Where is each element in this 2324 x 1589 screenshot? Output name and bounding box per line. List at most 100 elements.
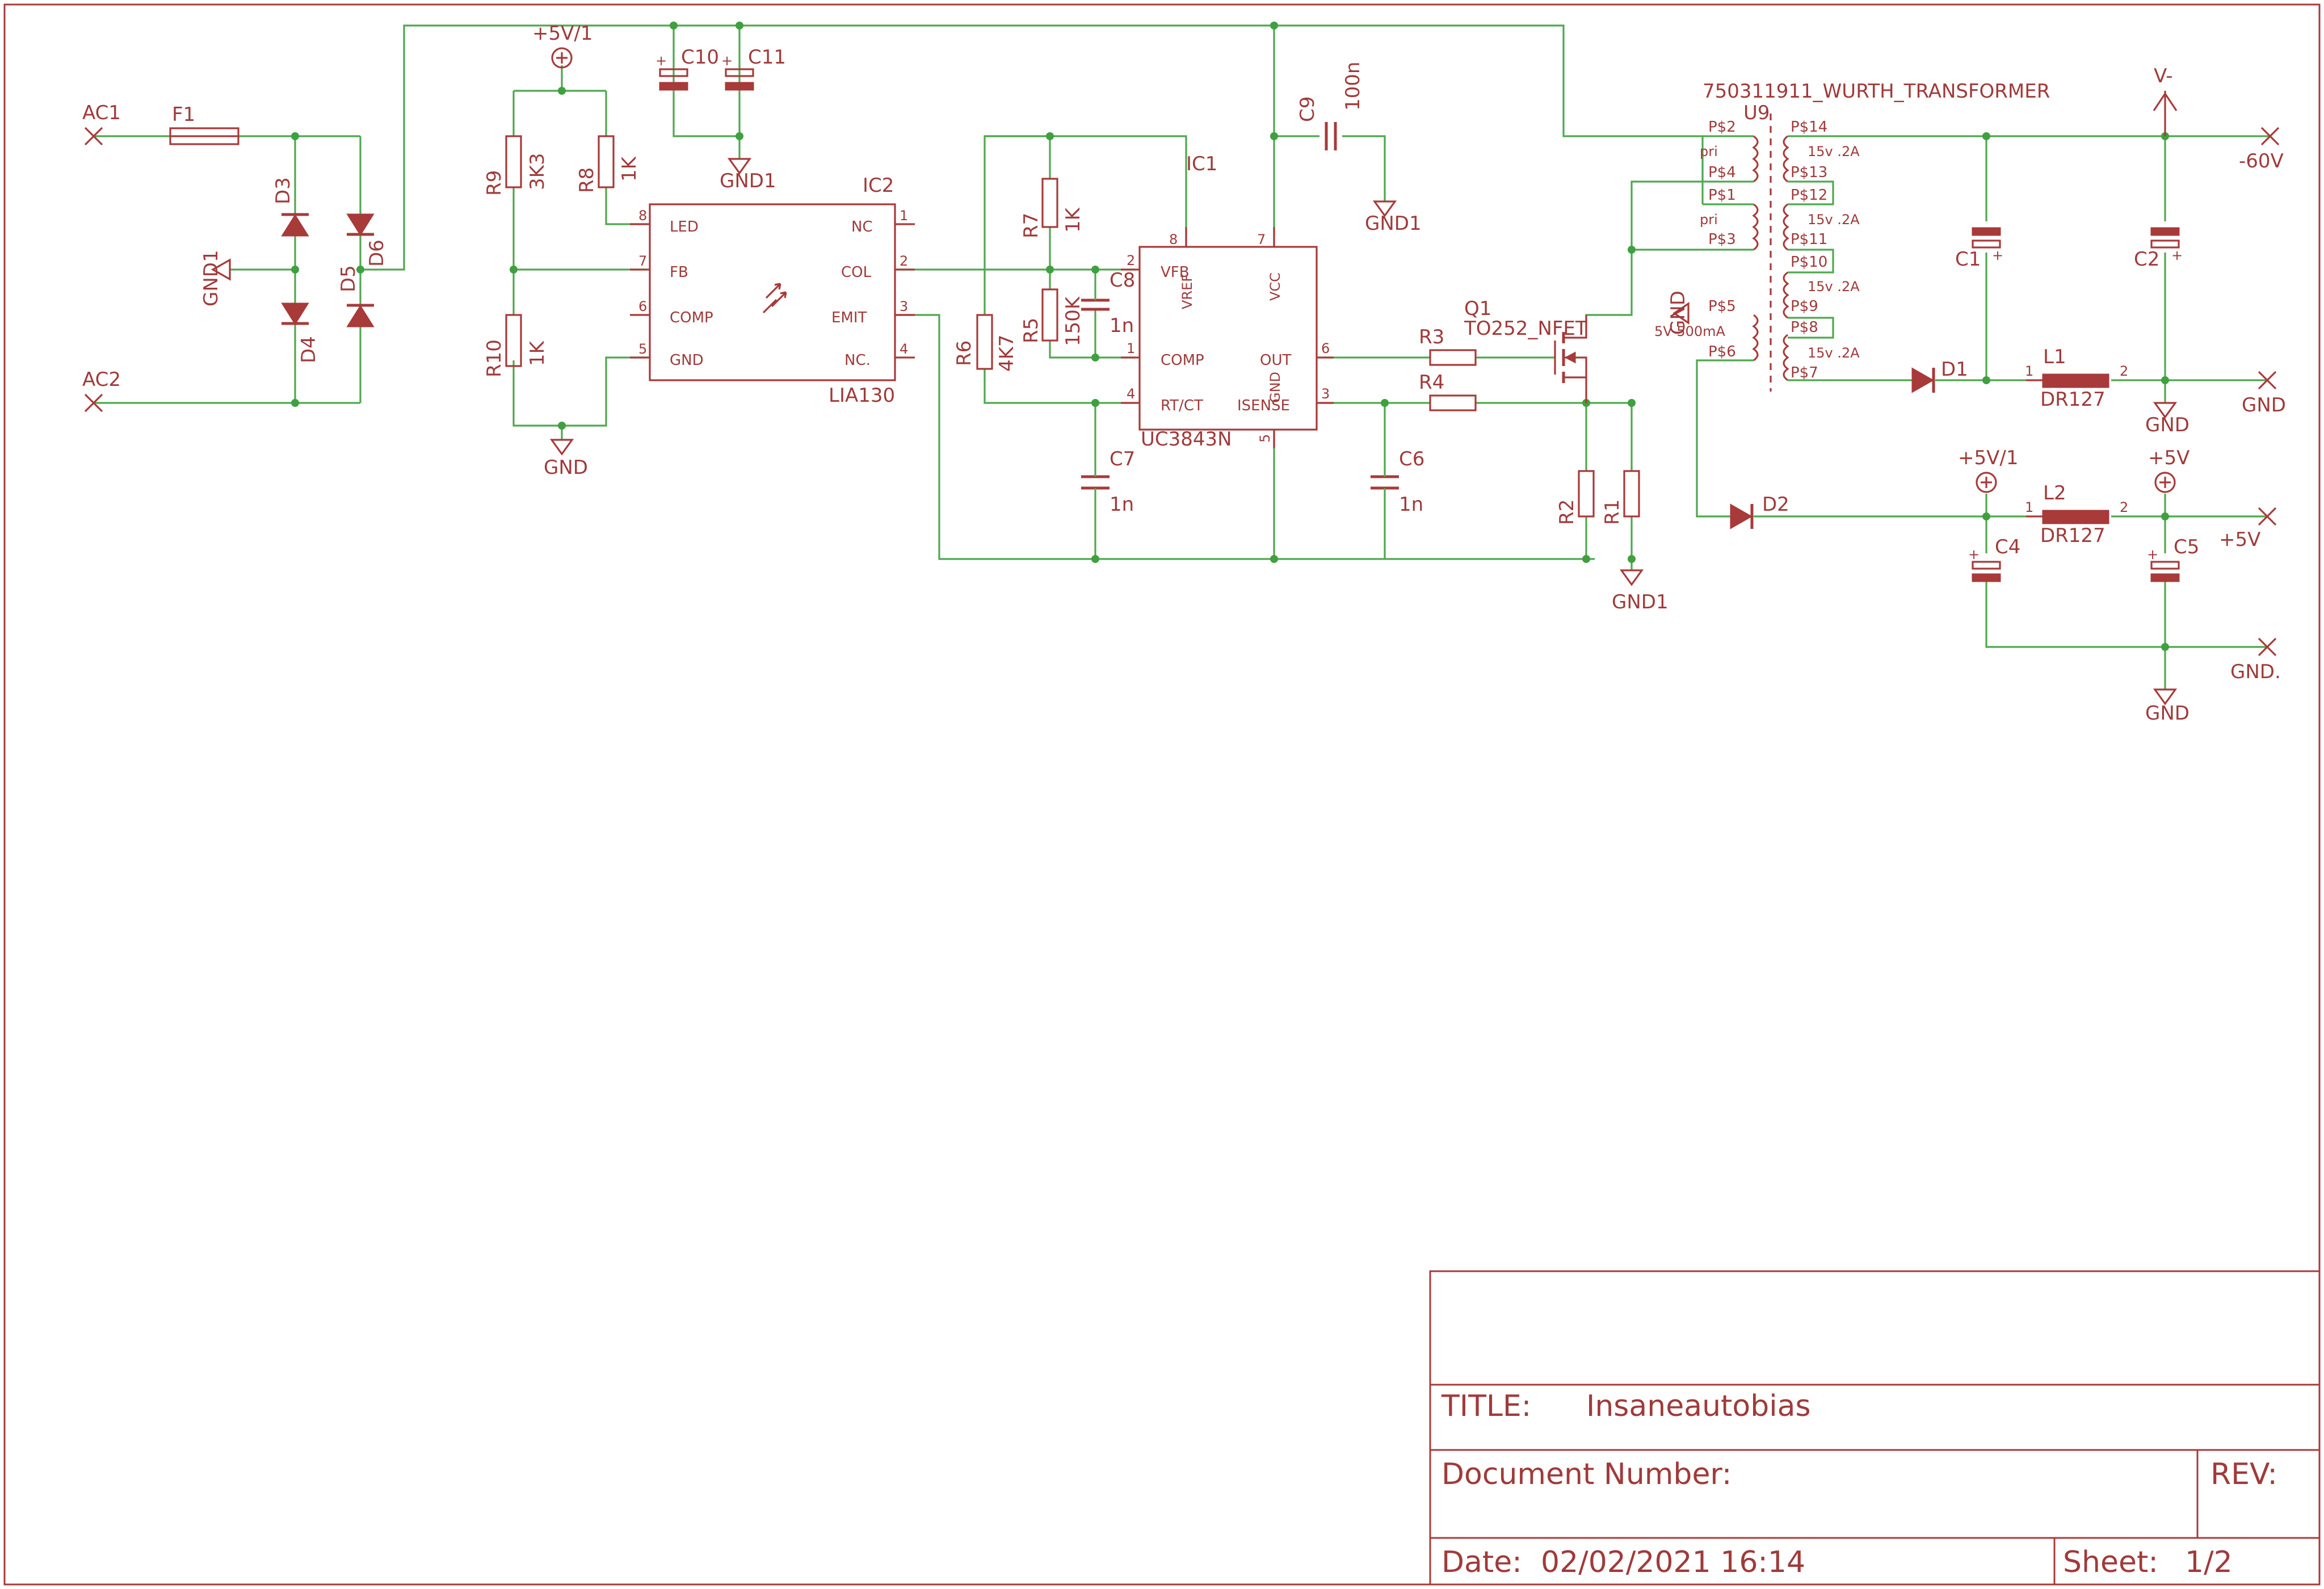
diode-d4: D4 [281,302,320,363]
u9-p3: P$3 [1708,231,1736,248]
gnd1-symbol-c11: GND1 [720,158,776,192]
resistor-r1: R1 [1601,470,1640,525]
ic2-part: LIA130 [829,384,895,407]
ic1-pin-gnd: GND [1267,372,1283,403]
p5v-terminal: +5V [2219,507,2277,551]
ic2-pin8-num: 8 [638,208,647,224]
ic2-pin6-num: 6 [638,299,647,314]
p5v1-supply-right: +5V/1 [1958,447,2018,493]
sheet-value: 1/2 [2185,1545,2233,1579]
ic2-optocoupler: IC2 LIA130 LED FB COMP GND NC COL EMIT N… [630,174,915,407]
u9-p4: P$4 [1708,164,1736,181]
l1-pin2: 2 [2120,363,2128,379]
m60v-terminal: -60V [2239,127,2284,173]
diode-d2: D2 [1730,493,1789,529]
resistor-r10: R10 1K [483,314,549,377]
c8-value: 1n [1110,314,1134,337]
gnd1-symbol-r1: GND1 [1612,569,1669,613]
resistor-r9: R9 3K3 [483,135,549,196]
ic1-pin-vcc: VCC [1267,272,1283,301]
q1-part: TO252_NFET [1464,317,1587,340]
gnd1-bridge-label: GND1 [200,250,222,306]
d2-label: D2 [1762,493,1789,516]
gnd-symbol-c2: GND [2145,402,2189,436]
svg-text:+: + [2147,547,2158,562]
u9-p2: P$2 [1708,119,1736,136]
u9-15v-3: 15v .2A [1808,279,1860,295]
ic2-pin5-num: 5 [638,341,647,357]
capacitor-c9: C9 100n [1296,62,1364,150]
u9-p5: P$5 [1708,298,1736,315]
u9-15v-1: 15v .2A [1808,144,1860,159]
diode-d1: D1 [1911,358,1968,393]
p5v-supply-label: +5V [2148,447,2189,469]
q1-label: Q1 [1464,297,1491,320]
ic2-pin2-num: 2 [900,253,908,269]
ic2-pin-col: COL [841,264,872,281]
sheet-label: Sheet: [2063,1545,2158,1579]
u9-p11: P$11 [1791,231,1827,248]
vminus-supply: V- [2153,65,2178,136]
r3-label: R3 [1419,326,1444,348]
gnd-symbol-c5: GND [2145,688,2189,725]
l2-pin1: 1 [2025,499,2033,515]
u9-5v-winding: 5V 500mA [1654,323,1726,339]
ic2-pin4-num: 4 [900,341,908,357]
c9-label: C9 [1296,96,1319,122]
ic2-label: IC2 [863,174,894,197]
ic1-pin-isense: ISENSE [1237,397,1290,414]
r5-label: R5 [1020,318,1043,343]
r9-label: R9 [483,170,506,196]
m60v-label: -60V [2239,150,2284,173]
p5v-terminal-label: +5V [2219,528,2260,551]
ic2-pin-nc: NC [851,218,873,236]
ic1-pin6-num: 6 [1321,340,1330,356]
resistor-r2: R2 [1556,470,1595,525]
ic2-pin-fb: FB [670,264,688,281]
ic1-pin1-num: 1 [1127,340,1135,356]
c11-label: C11 [748,46,786,69]
u9-pri-1: pri [1700,144,1718,159]
date-value: 02/02/2021 16:14 [1541,1545,1805,1579]
mosfet-q1: Q1 TO252_NFET [1464,297,1587,403]
r10-label: R10 [483,339,506,377]
ic1-pwm-controller: IC1 UC3843N VFB VREF VCC COMP OUT RT/CT … [1121,153,1334,451]
r2-label: R2 [1556,499,1578,525]
fuse-f1: F1 [169,103,239,145]
u9-p13: P$13 [1791,164,1827,181]
c1-label: C1 [1955,248,1981,271]
c7-label: C7 [1110,448,1135,470]
r4-label: R4 [1419,371,1444,394]
r1-label: R1 [1601,499,1624,525]
svg-text:+: + [655,53,667,69]
date-label: Date: [1442,1545,1522,1579]
r8-label: R8 [575,167,598,193]
c9-value: 100n [1342,62,1364,111]
gnd1-c11-label: GND1 [720,170,776,192]
capacitor-c6: C6 1n [1371,448,1424,516]
diode-d3: D3 [272,177,309,237]
gnd1-symbol-c9: GND1 [1365,200,1422,235]
c4-label: C4 [1995,536,2020,558]
c8-label: C8 [1110,269,1135,292]
u9-p8: P$8 [1791,319,1818,336]
ac1-label: AC1 [82,102,121,124]
vminus-label: V- [2154,65,2173,87]
inductor-l2: L2 DR127 1 2 [2025,482,2128,547]
capacitor-c7: C7 1n [1081,448,1135,516]
title-block: TITLE: Insaneautobias Document Number: R… [1429,1270,2321,1586]
wires [94,24,2270,690]
gnd-transformer-label: GND [1667,291,1690,335]
u9-p1: P$1 [1708,187,1736,204]
svg-text:+: + [2171,247,2183,263]
capacitor-c2: + C2 [2134,227,2183,271]
gnd-c2-label: GND [2145,414,2189,436]
u9-label: U9 [1743,102,1770,124]
f1-label: F1 [172,103,195,126]
ic1-pin7-num: 7 [1257,232,1266,247]
p5v-supply: +5V [2148,447,2189,493]
c10-label: C10 [681,46,719,69]
ic2-pin3-num: 3 [900,299,908,314]
ic1-pin3-num: 3 [1321,386,1330,402]
